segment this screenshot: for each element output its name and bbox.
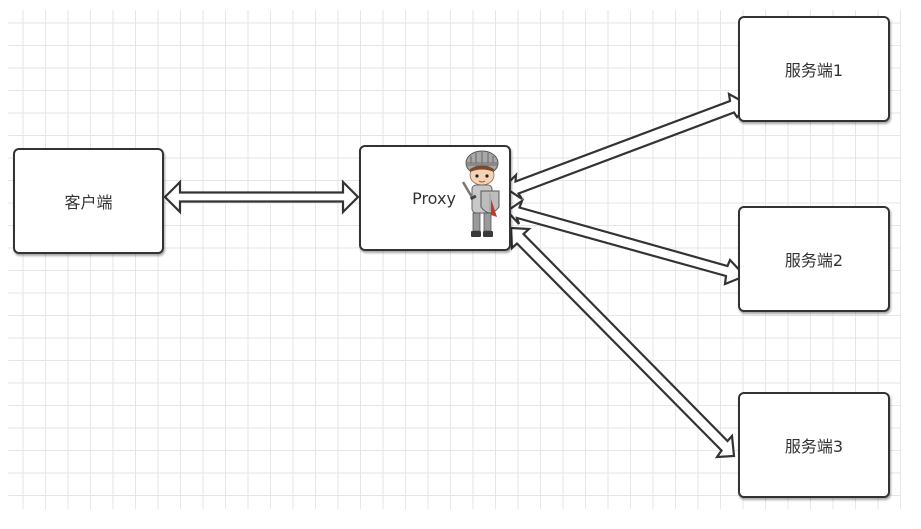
server-3-label: 服务端3 [784, 437, 844, 456]
canvas-margin-bottom [0, 509, 921, 529]
edge-client-proxy[interactable] [163, 179, 360, 215]
client-node[interactable]: 客户端 [13, 148, 164, 254]
proxy-node[interactable]: Proxy [359, 145, 511, 251]
edge-proxy-server-3[interactable] [509, 226, 736, 459]
server-2-node[interactable]: 服务端2 [738, 206, 890, 312]
canvas-margin-left [0, 0, 8, 529]
server-1-node[interactable]: 服务端1 [738, 16, 890, 122]
server-2-label: 服务端2 [784, 251, 844, 270]
edge-proxy-server-1[interactable] [502, 91, 751, 200]
server-1-label: 服务端1 [784, 61, 844, 80]
knight-icon [461, 150, 500, 237]
client-label: 客户端 [64, 193, 113, 212]
edge-proxy-server-2[interactable] [505, 198, 747, 286]
proxy-label: Proxy [412, 188, 456, 208]
server-3-node[interactable]: 服务端3 [738, 392, 890, 498]
canvas-margin-right [901, 0, 921, 529]
canvas-margin-top [0, 0, 921, 10]
